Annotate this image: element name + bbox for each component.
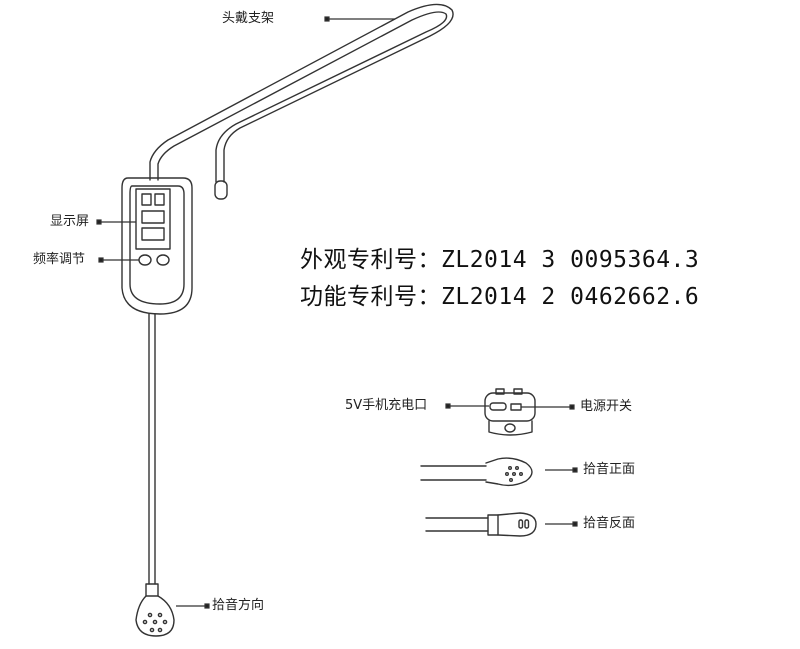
design-patent-number: 外观专利号：ZL2014 3 0095364.3 [300,247,700,273]
leader-marker [98,257,104,263]
label-frequency-adjust: 频率调节 [33,252,86,267]
headset-bracket [149,3,454,200]
unit-top-nub [513,388,523,395]
label-pickup-front: 拾音正面 [583,462,636,477]
unit-top-nub [495,388,505,395]
pickup-front-view [420,457,533,487]
leader-marker [96,219,102,225]
leader-marker [445,403,451,409]
frequency-knob-right [156,254,170,266]
leader-marker [572,521,578,527]
leader-marker [324,16,330,22]
microphone-head [135,583,175,637]
control-unit [121,177,193,315]
usb-port [489,402,507,411]
display-segment [154,193,165,206]
leader-marker [572,467,578,473]
leader-marker [569,404,575,410]
label-charging-port: 5V手机充电口 [345,398,428,413]
label-power-switch: 电源开关 [580,399,633,414]
display-segment [141,227,165,241]
frequency-knob-left [138,254,152,266]
label-pickup-back: 拾音反面 [583,516,636,531]
power-switch-slot [510,403,522,411]
label-display: 显示屏 [50,214,90,229]
cable [148,313,156,585]
pickup-back-view [425,512,537,537]
label-headset-bracket: 头戴支架 [222,11,275,26]
display-segment [141,193,152,206]
label-pickup-direction: 拾音方向 [212,598,265,613]
boom-end-cap [214,180,228,200]
utility-patent-number: 功能专利号：ZL2014 2 0462662.6 [300,284,700,310]
charging-unit [484,388,536,436]
pickup-back-collar [487,514,499,536]
mic-connector [145,583,159,597]
leader-marker [204,603,210,609]
display-screen [135,188,171,250]
display-segment [141,210,165,224]
